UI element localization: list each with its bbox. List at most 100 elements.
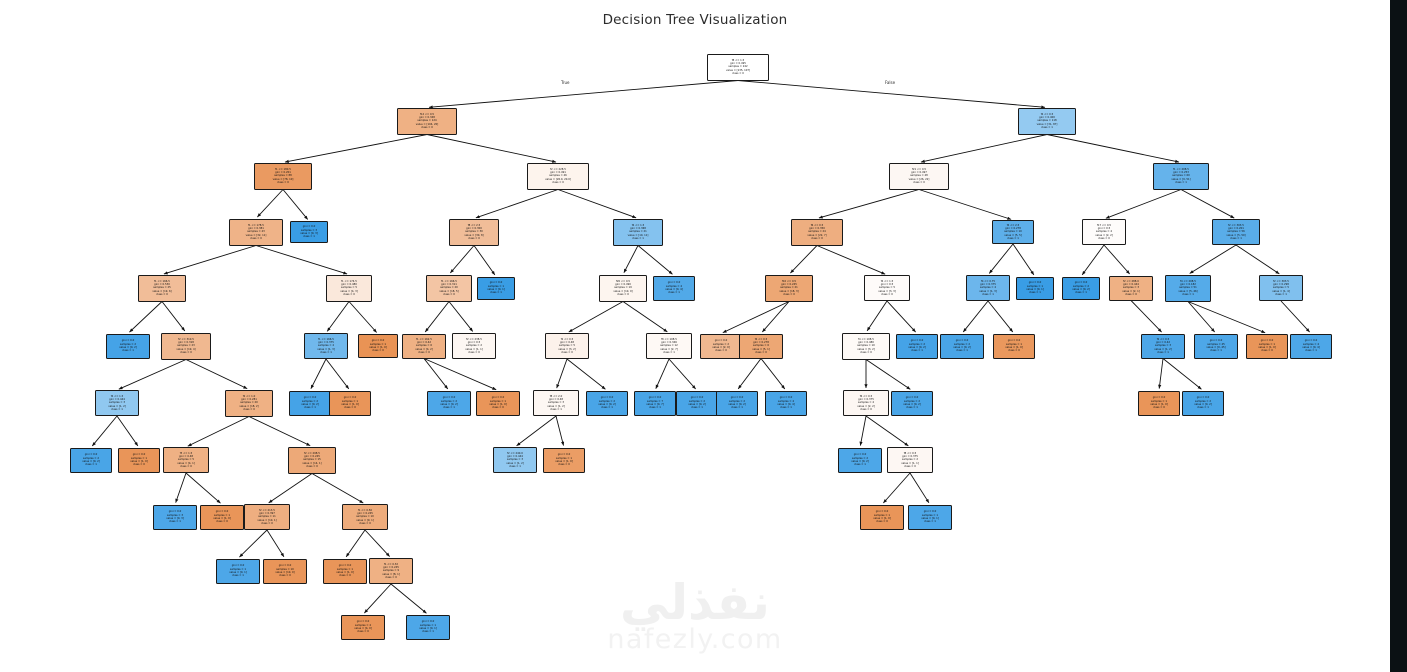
node-split: f2 <= 0.5 [560, 337, 574, 341]
node-gini: gini = 0.0 [356, 620, 370, 624]
node-class: class = 1 [924, 520, 936, 524]
node-value: value = [0, 2] [688, 403, 706, 406]
node-samples: samples = 10 [1004, 230, 1022, 234]
node-class: class = 1 [85, 463, 97, 467]
node-gini: gini = 0.0 [168, 510, 182, 514]
node-value: value = [0, 2] [119, 346, 137, 349]
node-value: value = [30, 8] [464, 233, 484, 237]
node-gini: gini = 0.245 [357, 512, 373, 516]
node-samples: samples = 4 [355, 623, 371, 627]
node-samples: samples = 1 [214, 513, 230, 517]
node-gini: gini = 0.0 [121, 339, 135, 343]
node-value: value = [5, 50] [1226, 233, 1246, 237]
node-samples: samples = 51 [1179, 286, 1197, 290]
node-class: class = 0 [1261, 349, 1273, 353]
node-class: class = 1 [1275, 292, 1287, 296]
node-value: value = [1, 1] [465, 347, 483, 351]
node-value: value = [3, 2] [857, 347, 875, 351]
node-class: class = 1 [320, 350, 332, 354]
node-samples: samples = 1 [488, 284, 504, 288]
node-gini: gini = 0.5 [1097, 227, 1111, 231]
tree-edge [282, 189, 309, 220]
tree-edge [722, 301, 790, 334]
tree-edge [761, 301, 790, 333]
tree-edge [557, 189, 637, 219]
node-split: f2 <= 213.5 [259, 508, 275, 512]
tree-edge [348, 301, 378, 333]
node-samples: samples = 10 [857, 344, 875, 348]
node-class: class = 0 [180, 350, 192, 354]
node-gini: gini = 0.0 [338, 564, 352, 568]
node-gini: gini = 0.346 [661, 341, 677, 345]
node-split: f1 <= 0.56 [357, 508, 373, 512]
node-split: f4 <= 0.5 [754, 337, 768, 341]
node-class: class = 0 [552, 180, 564, 184]
node-class: class = 0 [243, 407, 255, 411]
node-value: value = [0, 3] [166, 517, 184, 520]
node-split: f1 <= 174.5 [341, 279, 357, 283]
node-split: f17 <= 0.5 [1096, 223, 1112, 227]
node-value: value = [0, 2] [903, 403, 921, 406]
tree-edge [566, 358, 606, 390]
node-gini: gini = 0.201 [275, 171, 291, 175]
tree-edge [760, 358, 786, 390]
node-samples: samples = 2 [1073, 284, 1089, 288]
node-samples: samples = 3 [301, 228, 317, 232]
node-class: class = 1 [731, 406, 743, 410]
node-samples: samples = 124 [417, 119, 437, 123]
watermark-latin: nafezly.com [607, 623, 783, 655]
tree-edge [187, 416, 250, 447]
node-gini: gini = 0.0 [875, 510, 889, 514]
node-class: class = 0 [860, 350, 872, 354]
node-value: value = [5, 1] [752, 347, 770, 351]
node-gini: gini = 0.0 [371, 339, 385, 343]
node-class: class = 1 [668, 291, 680, 295]
node-value: value = [4, 2] [415, 347, 433, 351]
node-split: f2 <= 228.5 [550, 167, 566, 171]
node-samples: samples = 1 [337, 567, 353, 571]
watermark: نفذلي nafezly.com [0, 578, 1390, 655]
node-class: class = 1 [780, 406, 792, 410]
node-value: value = [2, 0] [712, 346, 730, 349]
tree-edge [423, 358, 497, 391]
node-gini: gini = 0.0 [1304, 339, 1318, 343]
node-samples: samples = 6 [416, 344, 432, 348]
node-class: class = 1 [509, 464, 521, 468]
node-split: f8 <= 1.5 [731, 58, 745, 62]
node-samples: samples = 2 [904, 399, 920, 403]
tree-edge [866, 300, 888, 332]
node-value: value = [9, 51] [1171, 177, 1191, 181]
tree-edge [1130, 300, 1162, 333]
node-value: value = [1, 0] [489, 403, 507, 406]
node-class: class = 1 [232, 574, 244, 578]
node-class: class = 0 [443, 292, 455, 296]
node-class: class = 1 [111, 407, 123, 411]
node-split: f8 <= 0.5 [903, 451, 917, 455]
node-value: value = [1, 0] [1258, 346, 1276, 349]
node-gini: gini = 0.0 [853, 453, 867, 457]
node-split: f4 <= 2.5 [1006, 223, 1020, 227]
tree-edge [920, 134, 1048, 163]
node-samples: samples = 24 [808, 230, 826, 234]
node-gini: gini = 0.42 [416, 341, 432, 345]
node-value: value = [1, 0] [1150, 403, 1168, 406]
node-class: class = 1 [1175, 180, 1187, 184]
node-value: value = [2, 2] [857, 404, 875, 408]
tree-edge [1012, 243, 1035, 276]
node-split: f1 <= 178.5 [248, 223, 264, 227]
node-gini: gini = 0.0 [910, 339, 924, 343]
node-value: value = [1, 0] [213, 517, 231, 520]
